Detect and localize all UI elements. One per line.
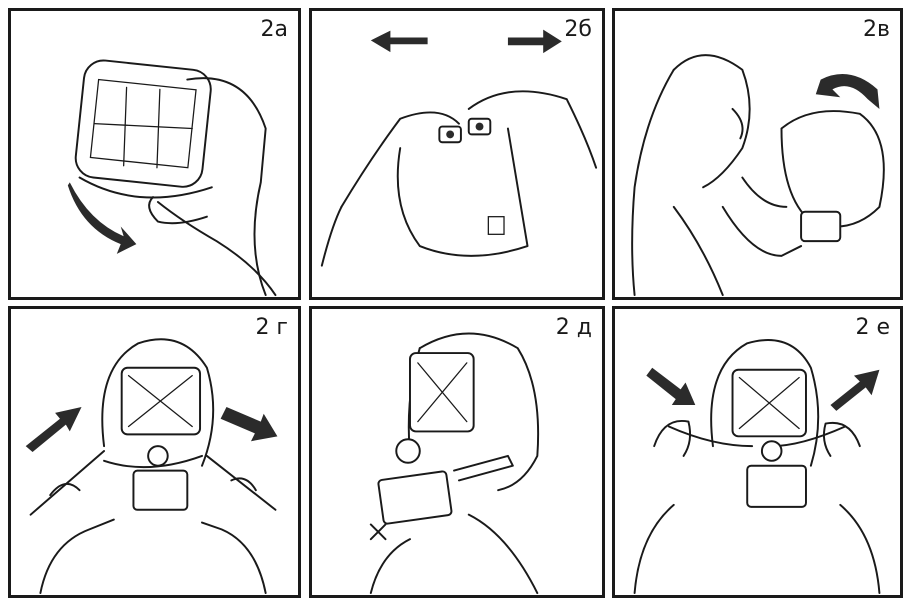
panel-2d: 2 д bbox=[309, 306, 605, 598]
side-view-hood-illustration bbox=[312, 309, 602, 595]
panel-2a: 2а bbox=[8, 8, 301, 300]
panel-2b: 2б bbox=[309, 8, 605, 300]
step-label: 2б bbox=[564, 17, 592, 42]
step-label: 2 г bbox=[255, 315, 288, 340]
hood-over-head-illustration bbox=[615, 11, 900, 297]
tighten-straps-illustration bbox=[11, 309, 298, 595]
adjust-hood-illustration bbox=[615, 309, 900, 595]
open-package-illustration bbox=[11, 11, 298, 297]
panel-2e: 2 е bbox=[612, 306, 903, 598]
step-label: 2в bbox=[863, 17, 890, 42]
unfold-hood-illustration bbox=[312, 11, 602, 297]
panel-2g: 2 г bbox=[8, 306, 301, 598]
step-label: 2 е bbox=[855, 315, 890, 340]
step-label: 2 д bbox=[556, 315, 592, 340]
step-label: 2а bbox=[261, 17, 288, 42]
panel-2v: 2в bbox=[612, 8, 903, 300]
